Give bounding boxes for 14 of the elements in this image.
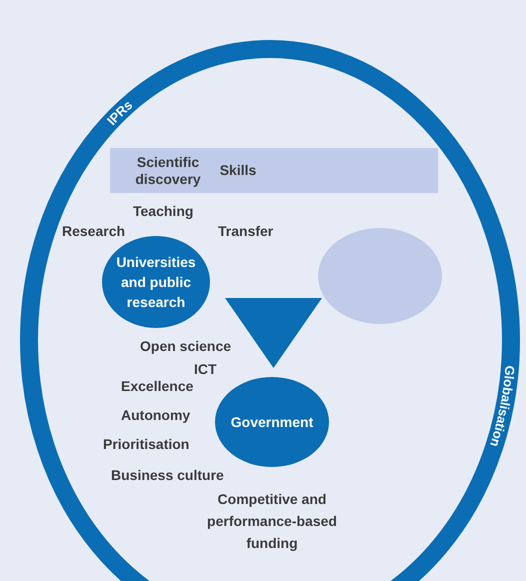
- band-label: Scientific discovery: [134, 152, 202, 189]
- factor-label: Business culture: [111, 467, 224, 484]
- factor-label: Open science: [140, 338, 232, 355]
- factor-label: Autonomy: [121, 407, 190, 424]
- band-label: Skills: [218, 161, 258, 180]
- circle-node: Universities and public research: [102, 236, 210, 328]
- factor-label: ICT: [194, 361, 217, 378]
- factor-label: Competitive and performance-based funding: [206, 490, 338, 553]
- factor-label: Prioritisation: [103, 436, 190, 453]
- factor-label: Excellence: [121, 378, 194, 395]
- band: [110, 148, 438, 193]
- circle-node: Government: [215, 377, 329, 467]
- factor-label: Teaching: [133, 203, 194, 220]
- factor-label: Transfer: [218, 223, 274, 240]
